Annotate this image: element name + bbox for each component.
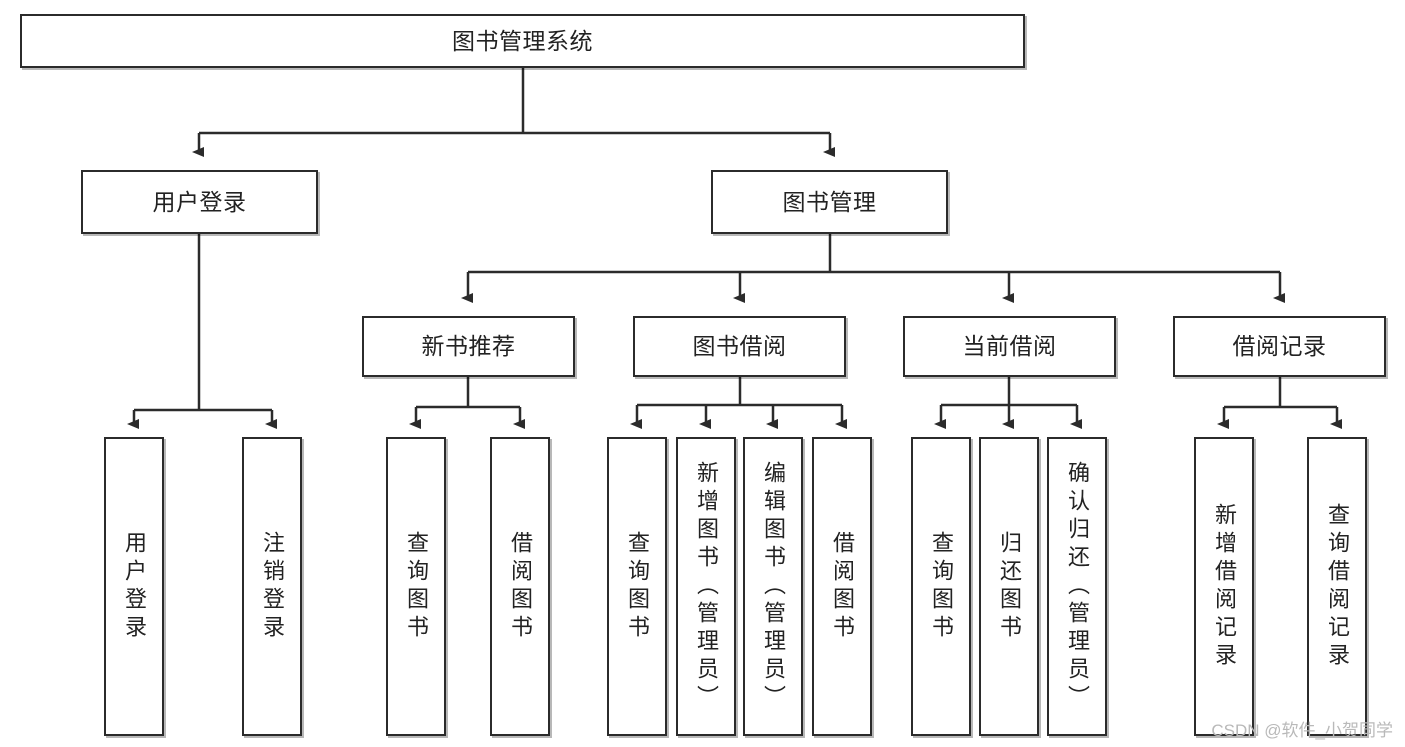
connectors bbox=[127, 68, 1342, 429]
node-leaf-return-book[interactable]: 归还图书 bbox=[979, 437, 1039, 736]
node-leaf-borrow-book-2-label: 借阅图书 bbox=[830, 530, 855, 643]
node-leaf-query-book-3[interactable]: 查询图书 bbox=[911, 437, 971, 736]
node-leaf-add-record-label: 新增借阅记录 bbox=[1212, 502, 1237, 671]
node-leaf-confirm-return[interactable]: 确认归还（管理员） bbox=[1047, 437, 1107, 736]
node-leaf-user-logout-label: 注销登录 bbox=[260, 530, 285, 643]
node-book-manage-label: 图书管理 bbox=[782, 188, 877, 215]
node-current-borrow[interactable]: 当前借阅 bbox=[903, 316, 1116, 377]
node-leaf-return-book-label: 归还图书 bbox=[997, 530, 1022, 643]
node-leaf-edit-book[interactable]: 编辑图书（管理员） bbox=[743, 437, 803, 736]
node-leaf-borrow-book-2[interactable]: 借阅图书 bbox=[812, 437, 872, 736]
node-leaf-query-book-1[interactable]: 查询图书 bbox=[386, 437, 446, 736]
node-book-borrow[interactable]: 图书借阅 bbox=[633, 316, 846, 377]
node-leaf-add-book-label: 新增图书（管理员） bbox=[694, 460, 719, 713]
node-leaf-query-book-2[interactable]: 查询图书 bbox=[607, 437, 667, 736]
node-leaf-query-book-3-label: 查询图书 bbox=[929, 530, 954, 643]
node-book-manage[interactable]: 图书管理 bbox=[711, 170, 948, 234]
node-leaf-query-record[interactable]: 查询借阅记录 bbox=[1307, 437, 1367, 736]
node-leaf-borrow-book-1-label: 借阅图书 bbox=[508, 530, 533, 643]
node-root[interactable]: 图书管理系统 bbox=[20, 14, 1025, 68]
node-leaf-add-book[interactable]: 新增图书（管理员） bbox=[676, 437, 736, 736]
node-leaf-borrow-book-1[interactable]: 借阅图书 bbox=[490, 437, 550, 736]
node-user-login-label: 用户登录 bbox=[152, 188, 247, 215]
node-user-login[interactable]: 用户登录 bbox=[81, 170, 318, 234]
node-leaf-user-login-label: 用户登录 bbox=[122, 530, 147, 643]
node-new-book-recommend[interactable]: 新书推荐 bbox=[362, 316, 575, 377]
node-book-borrow-label: 图书借阅 bbox=[692, 333, 787, 360]
node-leaf-user-login[interactable]: 用户登录 bbox=[104, 437, 164, 736]
node-leaf-confirm-return-label: 确认归还（管理员） bbox=[1065, 460, 1090, 713]
node-current-borrow-label: 当前借阅 bbox=[962, 333, 1057, 360]
node-leaf-edit-book-label: 编辑图书（管理员） bbox=[761, 460, 786, 713]
node-borrow-record[interactable]: 借阅记录 bbox=[1173, 316, 1386, 377]
node-new-book-recommend-label: 新书推荐 bbox=[421, 333, 516, 360]
node-leaf-query-record-label: 查询借阅记录 bbox=[1325, 502, 1350, 671]
node-leaf-query-book-1-label: 查询图书 bbox=[404, 530, 429, 643]
node-root-label: 图书管理系统 bbox=[452, 27, 593, 54]
node-leaf-query-book-2-label: 查询图书 bbox=[625, 530, 650, 643]
node-borrow-record-label: 借阅记录 bbox=[1232, 333, 1327, 360]
node-leaf-user-logout[interactable]: 注销登录 bbox=[242, 437, 302, 736]
node-leaf-add-record[interactable]: 新增借阅记录 bbox=[1194, 437, 1254, 736]
